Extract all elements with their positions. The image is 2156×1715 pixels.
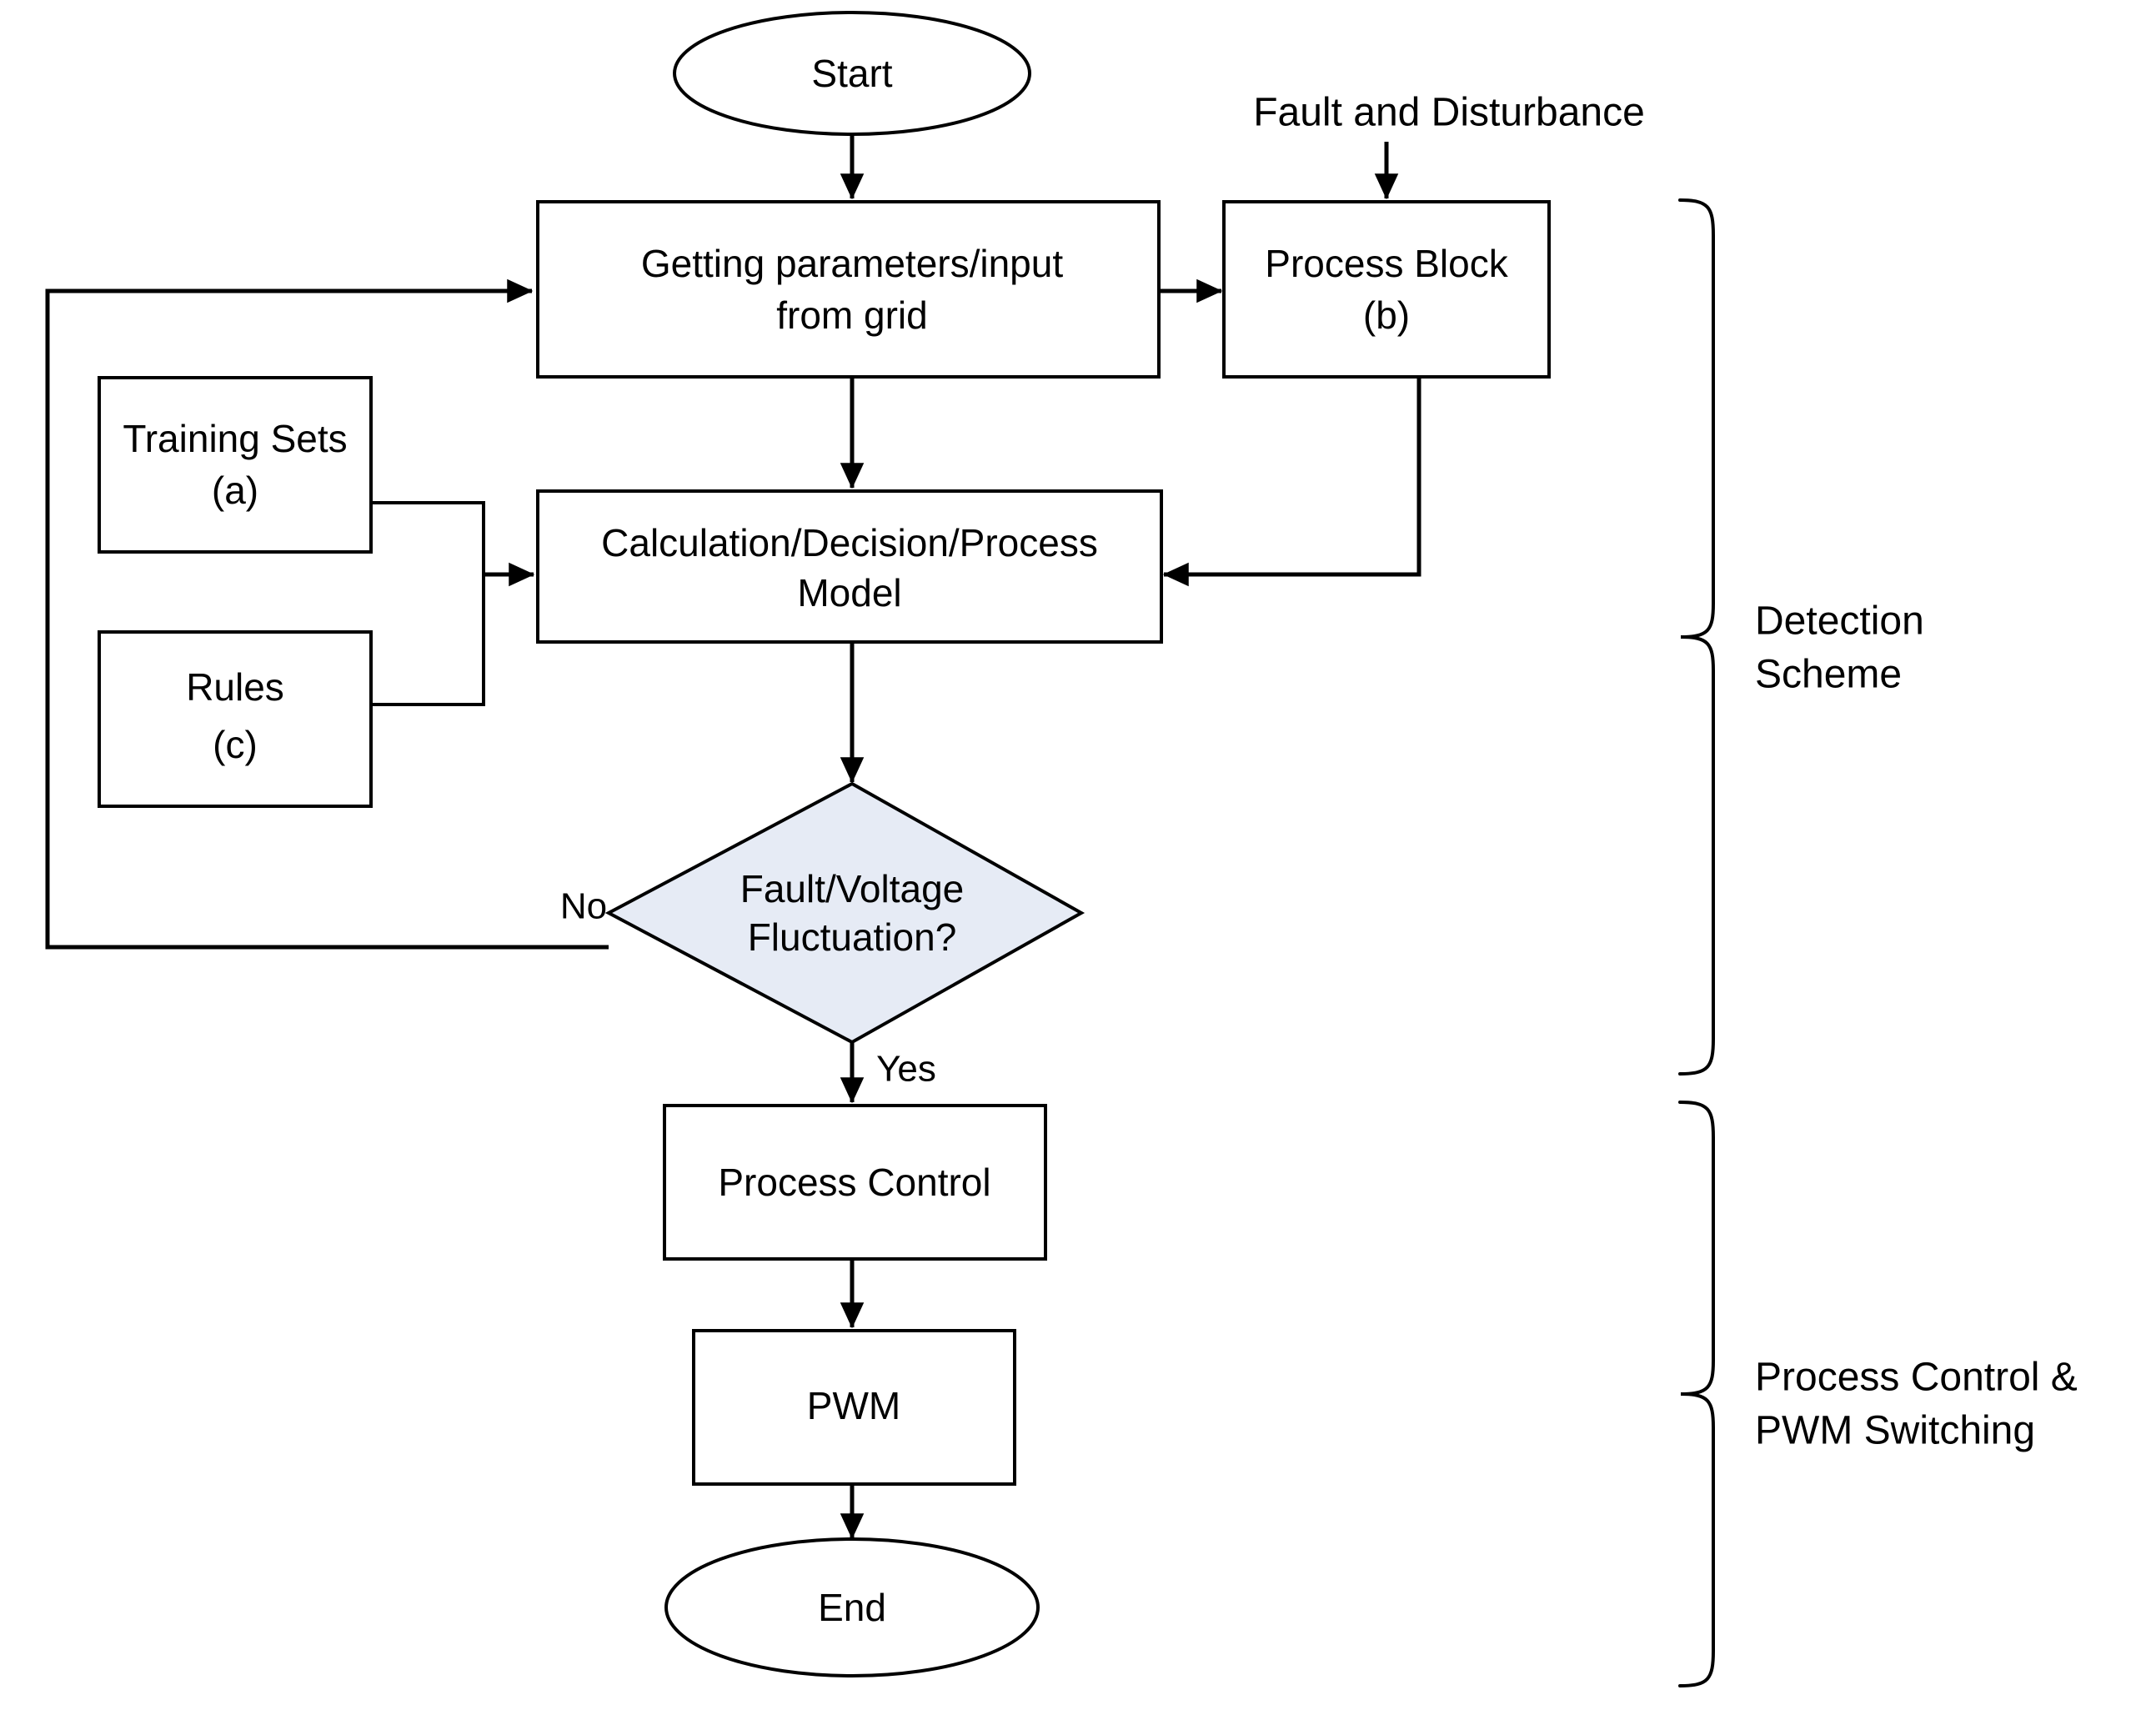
node-process-block-line2: (b)	[1363, 293, 1410, 337]
brace-label-process-control-pwm-line2: PWM Switching	[1755, 1409, 2035, 1453]
node-decision-line2: Fluctuation?	[748, 915, 957, 959]
edge-training-sets-junction	[371, 501, 485, 574]
brace-process-control-pwm	[1678, 1101, 1715, 1687]
node-process-control[interactable]: Process Control	[663, 1104, 1047, 1261]
brace-label-detection-scheme-line1: Detection	[1755, 599, 1924, 644]
node-process-block[interactable]: Process Block (b)	[1222, 200, 1551, 379]
node-process-block-line1: Process Block	[1265, 242, 1508, 285]
node-start-label: Start	[811, 52, 892, 95]
node-pwm-label: PWM	[807, 1384, 900, 1427]
node-end[interactable]: End	[664, 1537, 1040, 1677]
node-decision[interactable]: Fault/Voltage Fluctuation?	[604, 781, 1086, 1045]
node-getting-parameters-line2: from grid	[776, 293, 927, 337]
node-calculation[interactable]: Calculation/Decision/Process Model	[536, 489, 1163, 644]
node-getting-parameters-line1: Getting parameters/input	[641, 242, 1063, 285]
node-decision-line1: Fault/Voltage	[740, 867, 965, 910]
node-process-control-label: Process Control	[718, 1161, 990, 1204]
node-calculation-line2: Model	[797, 571, 901, 614]
node-training-sets-line2: (a)	[212, 469, 258, 512]
edge-process-block-to-calculation	[1162, 377, 1421, 587]
brace-label-process-control-pwm-line1: Process Control &	[1755, 1356, 2078, 1400]
edge-decision-no-feedback-loop	[45, 278, 609, 950]
node-rules[interactable]: Rules (c)	[98, 630, 373, 808]
edge-label-no: No	[560, 886, 607, 927]
node-training-sets-line1: Training Sets	[123, 417, 347, 460]
node-calculation-line1: Calculation/Decision/Process	[601, 521, 1098, 564]
brace-label-detection-scheme-line2: Scheme	[1755, 653, 1902, 697]
node-rules-line2: (c)	[213, 723, 258, 766]
node-training-sets[interactable]: Training Sets (a)	[98, 376, 373, 554]
external-label-fault-and-disturbance: Fault and Disturbance	[1253, 91, 1645, 135]
node-getting-parameters[interactable]: Getting parameters/input from grid	[536, 200, 1161, 379]
node-pwm[interactable]: PWM	[692, 1329, 1016, 1486]
edge-rules-junction	[371, 574, 485, 706]
edge-label-yes: Yes	[876, 1049, 936, 1090]
brace-detection-scheme	[1678, 198, 1715, 1076]
node-rules-line1: Rules	[186, 665, 284, 709]
node-start[interactable]: Start	[673, 11, 1031, 136]
node-end-label: End	[818, 1586, 886, 1629]
